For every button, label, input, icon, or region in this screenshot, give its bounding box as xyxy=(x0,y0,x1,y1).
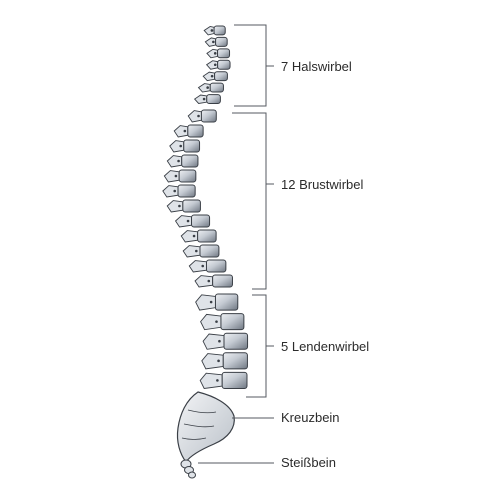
cervical-vertebra xyxy=(204,36,228,47)
thoracic-vertebra xyxy=(187,109,217,123)
thoracic-vertebra xyxy=(163,169,197,183)
lumbar-vertebra xyxy=(199,371,248,389)
thoracic-vertebra xyxy=(173,124,204,138)
cervical-vertebra xyxy=(202,71,228,82)
thoracic-vertebra xyxy=(166,199,201,213)
thoracic-vertebra xyxy=(166,154,199,168)
thoracic-vertebra xyxy=(182,244,220,258)
sacrum-lines xyxy=(181,409,217,440)
lumbar-vertebra xyxy=(202,332,249,350)
cervical-vertebra xyxy=(193,94,221,104)
cervical-vertebra xyxy=(206,48,231,59)
bracket-lumbar xyxy=(246,294,274,398)
label-lumbar: 5 Lendenwirbel xyxy=(281,339,369,354)
label-cervical: 7 Halswirbel xyxy=(281,59,352,74)
spine-column xyxy=(162,25,249,389)
cervical-vertebra xyxy=(205,59,231,70)
thoracic-vertebra xyxy=(162,184,196,198)
label-coccyx: Steißbein xyxy=(281,455,336,470)
bracket-thoracic xyxy=(232,112,274,290)
cervical-vertebra xyxy=(203,25,226,36)
cervical-vertebra xyxy=(197,82,224,93)
bracket-cervical xyxy=(234,24,274,107)
lumbar-vertebra xyxy=(201,352,248,370)
thoracic-vertebra xyxy=(174,214,211,228)
thoracic-vertebra xyxy=(169,139,201,153)
thoracic-vertebra xyxy=(188,259,227,273)
coccyx-shape xyxy=(180,459,196,479)
thoracic-vertebra xyxy=(194,274,233,288)
thoracic-vertebra xyxy=(180,229,217,243)
lumbar-vertebra xyxy=(195,293,239,311)
lumbar-vertebra xyxy=(200,313,245,331)
label-thoracic: 12 Brustwirbel xyxy=(281,177,363,192)
label-sacrum: Kreuzbein xyxy=(281,410,340,425)
